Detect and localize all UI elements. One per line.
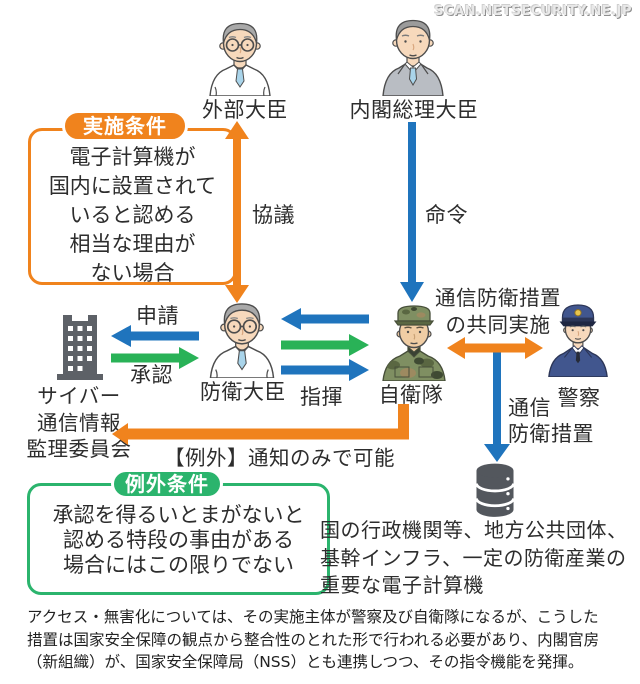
- implementation-condition-line: ない場合: [90, 261, 175, 285]
- database-icon: [475, 463, 515, 517]
- implementation-condition-line: 国内に設置されて: [48, 174, 217, 198]
- implementation-condition-line: いると認める: [69, 203, 196, 227]
- exception-elbow-arrow: [112, 404, 409, 445]
- exception-condition-line: 認める特段の事由がある: [63, 528, 294, 552]
- target-computers-label: 国の行政機関等、地方公共団体、 基幹インフラ、一定の防衛産業の 重要な電子計算機: [320, 518, 628, 597]
- exception-condition-line: 承認を得るいとまがないと: [52, 503, 305, 527]
- footnote: アクセス・無害化については、その実施主体が警察及び自衛隊になるが、こうした 措置…: [27, 608, 600, 671]
- defense-minister-label: 防衛大臣: [200, 380, 286, 404]
- exception-condition-box: 承認を得るいとまがないと 認める特段の事由がある 場合にはこの限りでない: [27, 483, 330, 595]
- shounin-arrow: [111, 347, 199, 369]
- exception-condition-badge: 例外条件: [111, 469, 223, 499]
- jsdf-icon: [382, 305, 446, 381]
- joint-implementation-label: 通信防衛措置 の共同実施: [435, 286, 561, 337]
- kyougi-label: 協議: [252, 203, 295, 227]
- cyber-committee-label: サイバー 通信情報 監理委員会: [26, 384, 132, 461]
- implementation-condition-line: 相当な理由が: [69, 232, 196, 256]
- police-label: 警察: [557, 386, 601, 410]
- measure-label: 通信 防衛措置: [508, 396, 594, 446]
- shounin-label: 承認: [130, 363, 173, 387]
- kyougi-double-arrow: [225, 121, 249, 303]
- defense-minister-icon: [209, 303, 275, 378]
- measure-arrow: [484, 350, 510, 462]
- prime-minister-icon: [382, 19, 444, 96]
- jsdf-to-minister-arrow: [281, 308, 369, 330]
- exception-note-label: 【例外】通知のみで可能: [164, 446, 395, 470]
- implementation-condition-badge: 実施条件: [62, 110, 188, 142]
- shinsei-arrow: [111, 325, 199, 347]
- meirei-arrow: [400, 122, 424, 302]
- shinsei-label: 申請: [136, 304, 179, 328]
- watermark: SCAN.NETSECURITY.NE.JP: [434, 4, 632, 19]
- cyber-committee-building-icon: [57, 315, 103, 380]
- shiki-label: 指揮: [300, 385, 343, 409]
- implementation-condition-line: 電子計算機が: [69, 145, 196, 169]
- jsdf-label: 自衛隊: [378, 383, 444, 407]
- external-minister-icon: [209, 22, 271, 96]
- external-minister-label: 外部大臣: [202, 98, 288, 122]
- prime-minister-label: 内閣総理大臣: [349, 98, 479, 122]
- joint-double-arrow: [447, 337, 543, 359]
- meirei-label: 命令: [425, 203, 468, 227]
- exception-condition-line: 場合にはこの限りでない: [63, 553, 294, 577]
- minister-to-jsdf-arrow: [281, 334, 369, 356]
- police-icon: [548, 304, 608, 377]
- implementation-condition-box: 電子計算機が 国内に設置されて いると認める 相当な理由が ない場合: [28, 128, 237, 285]
- shiki-arrow: [281, 359, 369, 381]
